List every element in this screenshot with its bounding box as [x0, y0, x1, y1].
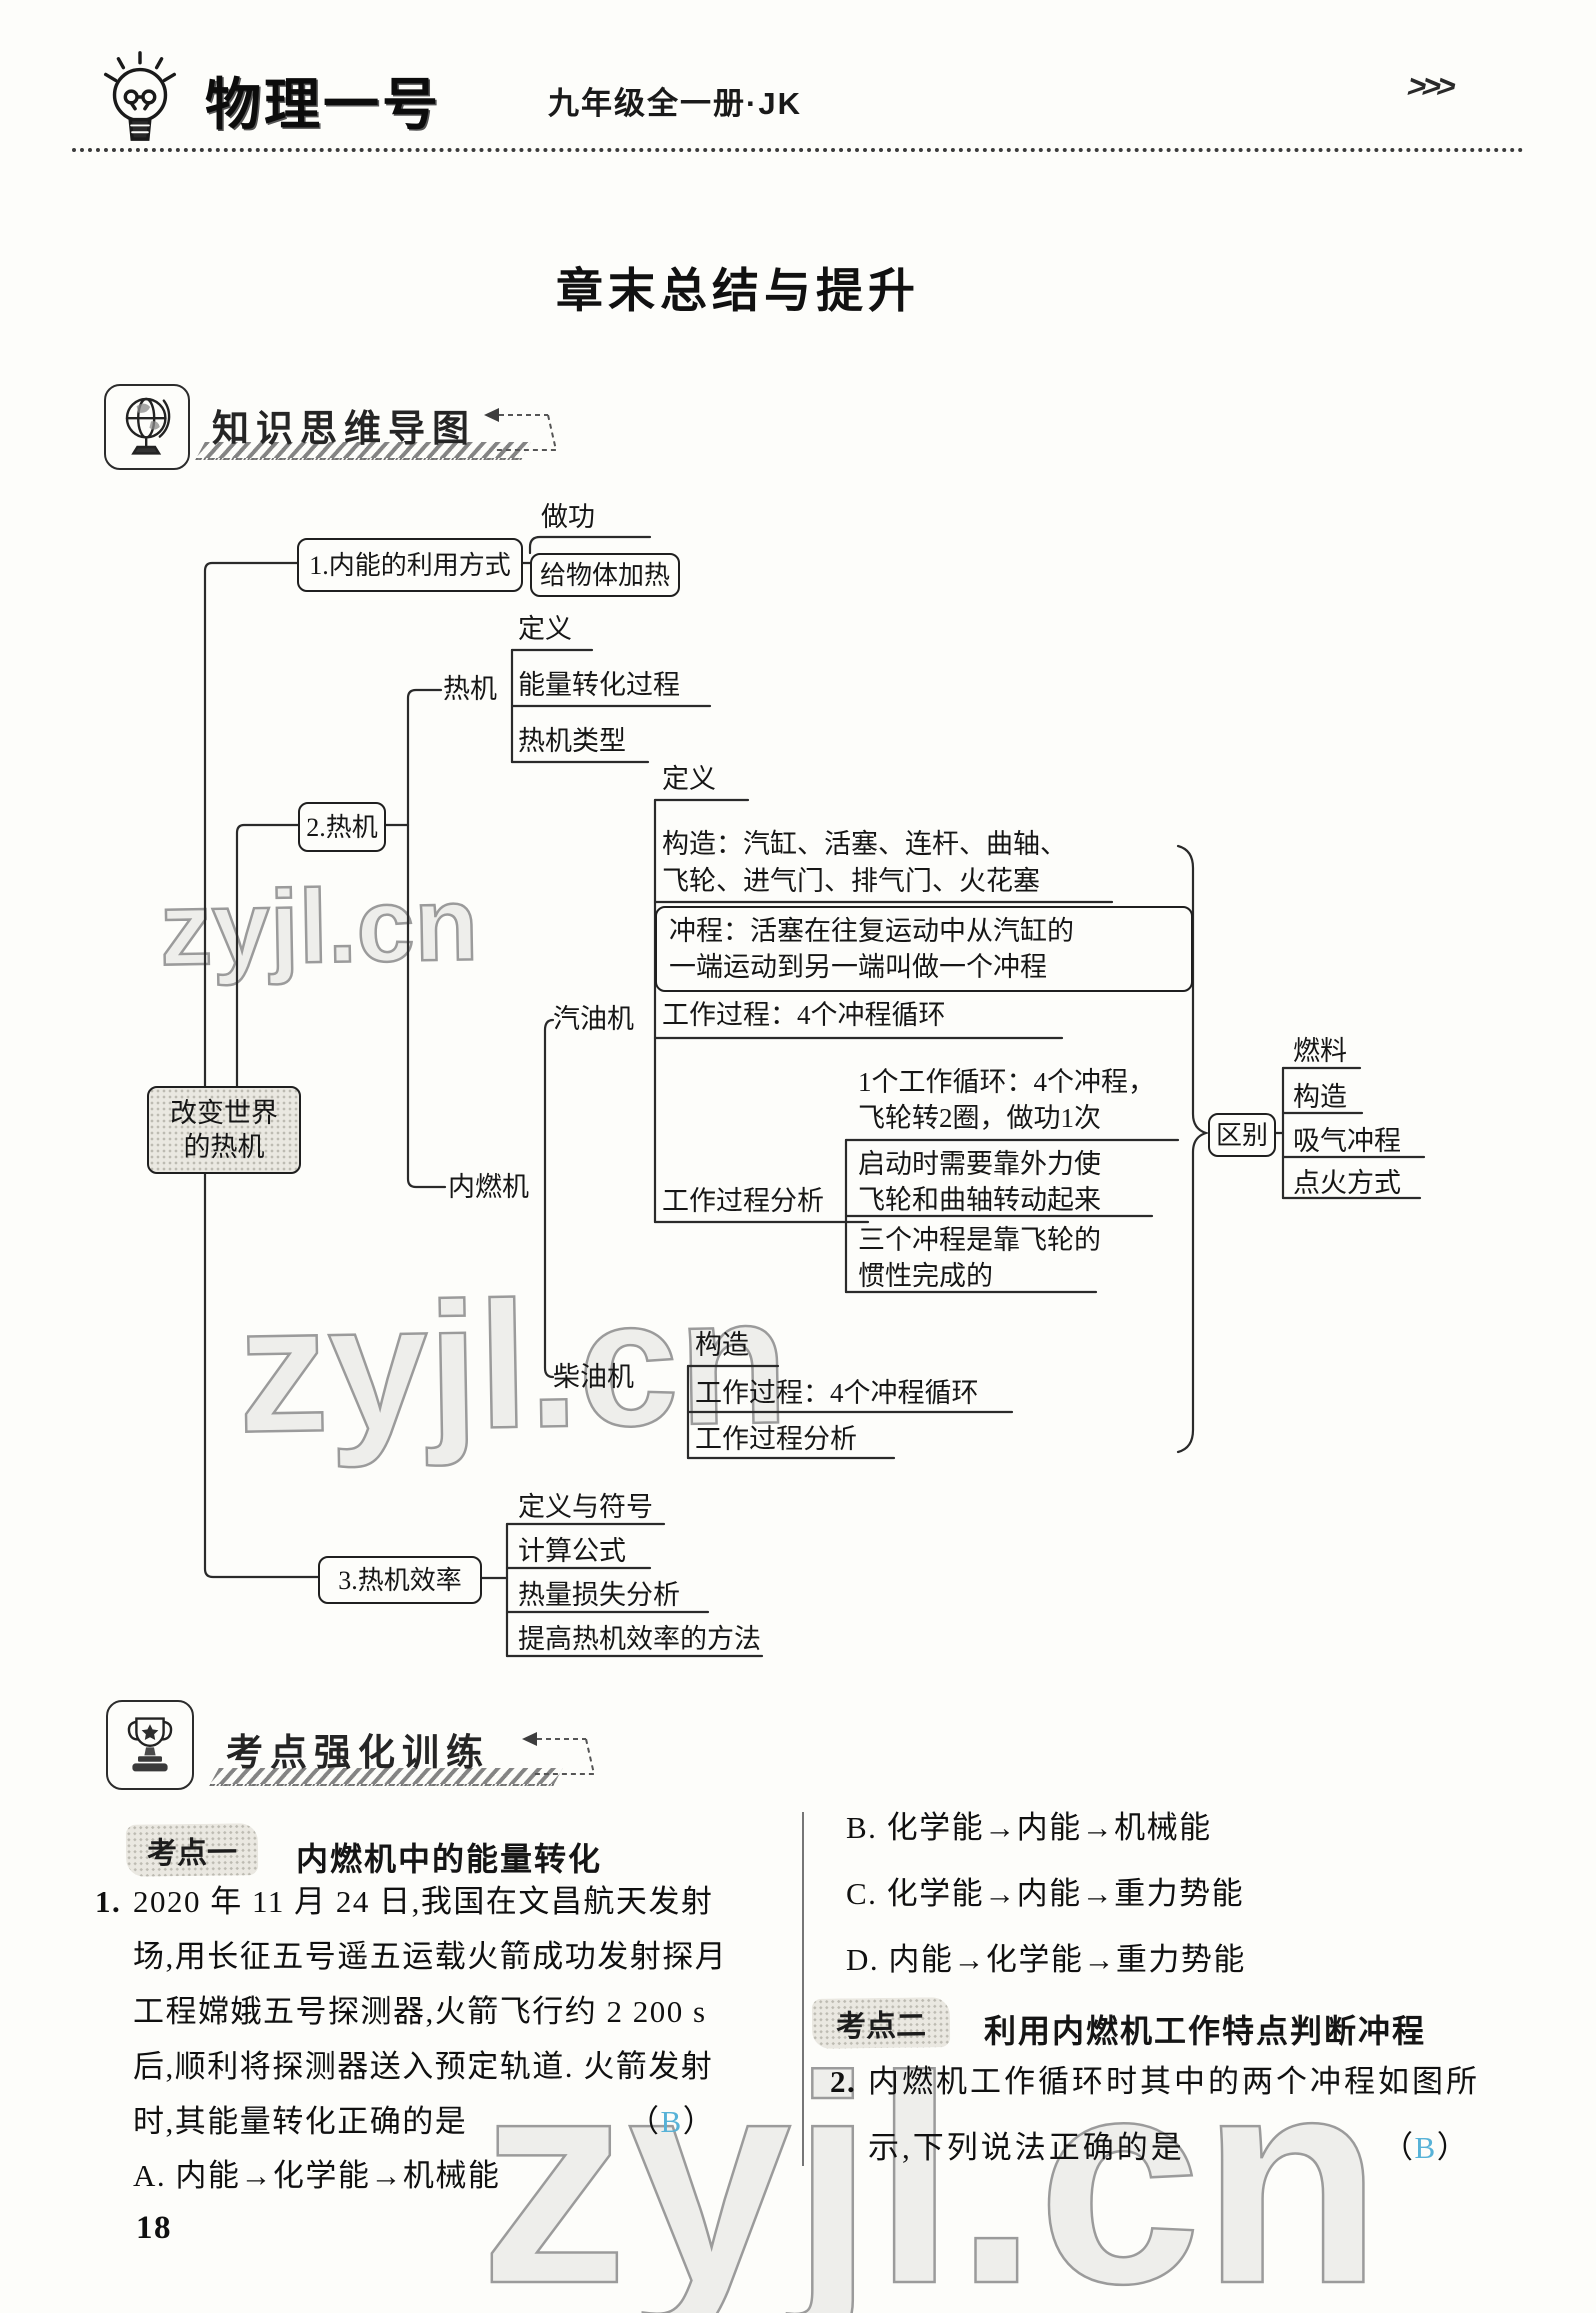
node-label: 1.内能的利用方式 [309, 550, 511, 580]
q1-line: 场,用长征五号遥五运载火箭成功发射探月 [133, 1939, 728, 1974]
section-title-mindmap: 知识思维导图 [212, 408, 476, 449]
leaf-cy-process: 工作过程：4个冲程循环 [695, 1378, 979, 1408]
leaf-ignition: 点火方式 [1293, 1168, 1401, 1198]
leaf-eff-def: 定义与符号 [518, 1492, 653, 1522]
leaf-intake-stroke: 吸气冲程 [1293, 1126, 1401, 1156]
leaf-cy-structure: 构造 [695, 1330, 749, 1360]
kaodian1-badge: 考点一 [125, 1823, 259, 1877]
leaf-eff-improve: 提高热机效率的方法 [518, 1624, 761, 1654]
label-neiranji: 内燃机 [448, 1172, 529, 1202]
leaf-qy-process: 工作过程：4个冲程循环 [662, 1000, 946, 1030]
q2-number: 2. [830, 2064, 857, 2099]
q1-option-d: D. 内能→化学能→重力势能 [846, 1942, 1246, 1977]
header-arrows-icon: >>> [1404, 68, 1456, 104]
leaf-heat-object: 给物体加热 [530, 553, 680, 597]
header-dotted-rule [72, 148, 1524, 152]
q1-answer: （B） [628, 2106, 715, 2137]
badge-label: 考点二 [835, 2009, 927, 2044]
leaf-qy-stroke-def: 冲程：活塞在往复运动中从汽缸的 一端运动到另一端叫做一个冲程 [655, 906, 1193, 992]
mindmap-root-node: 改变世界 的热机 [147, 1086, 301, 1174]
root-label-line2: 的热机 [183, 1132, 265, 1162]
paren-close: ） [682, 2104, 716, 2139]
section-arrow-icon [520, 1728, 596, 1785]
stroke-line2: 一端运动到另一端叫做一个冲程 [669, 952, 1047, 982]
leaf-do-work: 做功 [541, 502, 595, 532]
answer-letter: B [1414, 2130, 1437, 2165]
q1-line: 时,其能量转化正确的是 [133, 2104, 468, 2139]
inertia-line2: 惯性完成的 [858, 1261, 993, 1291]
paren-close: ） [1436, 2130, 1470, 2165]
node-label: 给物体加热 [539, 560, 670, 590]
kaodian2-badge: 考点二 [811, 1997, 951, 2049]
leaf-structure: 构造 [1293, 1082, 1347, 1112]
start-line2: 飞轮和曲轴转动起来 [858, 1185, 1101, 1215]
globe-icon [104, 384, 190, 470]
leaf-fuel: 燃料 [1293, 1036, 1347, 1066]
node-difference: 区别 [1208, 1113, 1276, 1157]
answer-letter: B [660, 2104, 683, 2139]
node-label: 2.热机 [306, 812, 378, 842]
leaf-eff-loss: 热量损失分析 [518, 1580, 680, 1610]
page-number: 18 [136, 2210, 172, 2246]
structure-line1: 构造：汽缸、活塞、连杆、曲轴、 [662, 829, 1067, 859]
node-label: 3.热机效率 [338, 1565, 462, 1595]
leaf-qy-def: 定义 [662, 764, 716, 794]
paren-open: （ [628, 2104, 661, 2139]
brand-logo: 物理一号 [205, 73, 441, 136]
q1-option-c: C. 化学能→内能→重力势能 [846, 1876, 1245, 1911]
leaf-inertia-note: 三个冲程是靠飞轮的 惯性完成的 [858, 1222, 1101, 1294]
page-title: 章末总结与提升 [556, 264, 920, 317]
paren-open: （ [1382, 2130, 1415, 2165]
label-qiyouji: 汽油机 [553, 1004, 634, 1034]
q2-line: 示,下列说法正确的是 [868, 2130, 1185, 2165]
edition-subtitle: 九年级全一册·JK [548, 86, 802, 121]
q1-line: 2020 年 11 月 24 日,我国在文昌航天发射 [133, 1884, 714, 1919]
section-title-training: 考点强化训练 [226, 1732, 490, 1773]
start-line1: 启动时需要靠外力使 [858, 1149, 1101, 1179]
leaf-reji-energy: 能量转化过程 [518, 670, 680, 700]
leaf-qy-structure: 构造：汽缸、活塞、连杆、曲轴、 飞轮、进气门、排气门、火花塞 [662, 826, 1067, 900]
leaf-reji-def: 定义 [518, 614, 572, 644]
node-internal-energy-use: 1.内能的利用方式 [297, 538, 523, 592]
q2-answer: （B） [1382, 2132, 1469, 2163]
leaf-cycle-note: 1个工作循环：4个冲程， 飞轮转2圈，做功1次 [858, 1064, 1155, 1136]
q1-number: 1. [95, 1884, 122, 1919]
node-label: 区别 [1215, 1120, 1268, 1150]
label-reji: 热机 [443, 674, 497, 704]
q1-line: 后,顺利将探测器送入预定轨道. 火箭发射 [133, 2049, 714, 2084]
node-efficiency: 3.热机效率 [318, 1556, 482, 1604]
cycle-line2: 飞轮转2圈，做功1次 [858, 1103, 1101, 1133]
inertia-line1: 三个冲程是靠飞轮的 [858, 1225, 1101, 1255]
q2-line: 内燃机工作循环时其中的两个冲程如图所 [868, 2064, 1480, 2099]
structure-line2: 飞轮、进气门、排气门、火花塞 [662, 866, 1040, 896]
node-heat-engine: 2.热机 [298, 802, 386, 852]
q1-line: 工程嫦娥五号探测器,火箭飞行约 2 200 s [133, 1994, 707, 2029]
kaodian1-title: 内燃机中的能量转化 [296, 1841, 603, 1877]
kaodian2-title: 利用内燃机工作特点判断冲程 [984, 2013, 1427, 2049]
q1-option-b: B. 化学能→内能→机械能 [846, 1810, 1212, 1845]
leaf-cy-analysis: 工作过程分析 [695, 1424, 857, 1454]
leaf-eff-formula: 计算公式 [518, 1536, 626, 1566]
watermark: zyjl.cn [158, 865, 480, 989]
trophy-icon [106, 1700, 194, 1790]
cycle-line1: 1个工作循环：4个冲程， [858, 1067, 1155, 1097]
badge-label: 考点一 [146, 1836, 238, 1871]
section-arrow-icon [482, 404, 558, 461]
root-label-line1: 改变世界 [170, 1098, 278, 1128]
label-chaiyouji: 柴油机 [553, 1362, 634, 1392]
label-qy-analysis: 工作过程分析 [662, 1186, 824, 1216]
bulb-icon [90, 48, 190, 151]
stroke-line1: 冲程：活塞在往复运动中从汽缸的 [669, 916, 1074, 946]
leaf-start-note: 启动时需要靠外力使 飞轮和曲轴转动起来 [858, 1146, 1101, 1218]
q1-option-a: A. 内能→化学能→机械能 [133, 2158, 501, 2193]
leaf-reji-types: 热机类型 [518, 726, 626, 756]
